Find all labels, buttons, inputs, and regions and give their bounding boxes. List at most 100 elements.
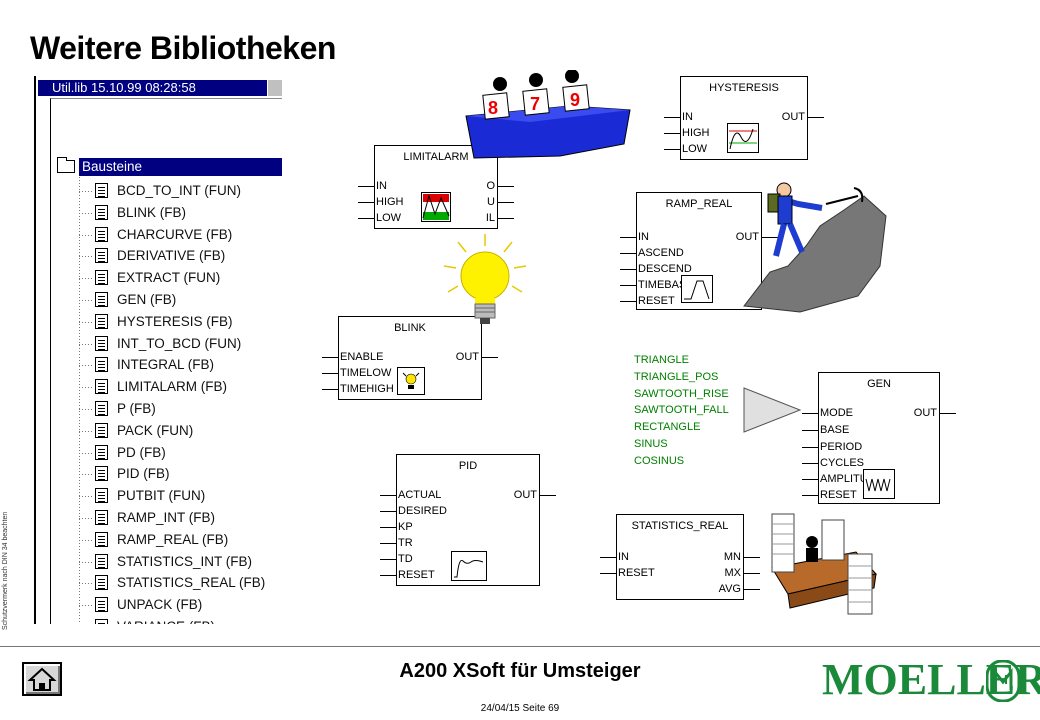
pin-out: OUT — [913, 407, 957, 419]
tree-item-label: PID (FB) — [117, 466, 170, 482]
pin-actual: ACTUAL — [379, 489, 442, 501]
ramp-graph-icon — [681, 275, 713, 303]
judges-illustration: 8 7 9 — [465, 70, 631, 159]
tree-item[interactable]: HYSTERESIS (FB) — [51, 312, 282, 332]
tree-item-label: BLINK (FB) — [117, 204, 187, 220]
gen-block: GEN MODE BASE PERIOD CYCLES AMPLITUDE RE… — [801, 372, 957, 504]
scroll-button[interactable] — [267, 80, 282, 96]
arrow-triangle-icon — [743, 387, 802, 433]
document-icon — [95, 183, 108, 198]
document-icon — [95, 248, 108, 264]
tree-connector — [79, 343, 93, 345]
document-icon — [95, 270, 108, 286]
tree-connector — [79, 430, 93, 432]
tree-item[interactable]: PD (FB) — [51, 443, 282, 463]
pin-low: LOW — [357, 212, 402, 224]
pin-in: IN — [620, 231, 649, 243]
pin-avg: AVG — [718, 583, 761, 595]
tree-connector — [79, 387, 93, 389]
home-icon — [27, 667, 57, 691]
document-icon — [95, 619, 108, 624]
tree-connector — [79, 300, 93, 301]
document-icon — [95, 292, 108, 307]
page-title: Weitere Bibliotheken — [30, 30, 336, 66]
pin-desired: DESIRED — [380, 505, 447, 517]
tree-item[interactable]: EXTRACT (FUN) — [51, 268, 282, 288]
pin-timehigh: TIMEHIGH — [322, 383, 394, 395]
tree-item[interactable]: RAMP_REAL (FB) — [51, 530, 282, 550]
pin-high: HIGH — [664, 127, 710, 139]
judge-score-2: 7 — [530, 94, 540, 114]
tree-connector — [79, 518, 93, 519]
tree-item[interactable]: BLINK (FB) — [51, 203, 282, 223]
library-title-bar[interactable]: Util.lib 15.10.99 08:28:58 — [38, 80, 282, 96]
tree-connector — [79, 321, 93, 323]
block-name: BLINK — [394, 322, 426, 334]
tree-item-label: HYSTERESIS (FB) — [117, 313, 233, 329]
pin-out: OUT — [513, 489, 557, 501]
pin-reset: RESET — [380, 569, 435, 581]
tree-item[interactable]: PUTBIT (FUN) — [51, 486, 282, 506]
block-name: RAMP_REAL — [665, 198, 733, 210]
document-icon — [95, 597, 108, 613]
pin-base: BASE — [801, 424, 850, 436]
home-button[interactable] — [22, 662, 62, 696]
lamp-icon — [397, 367, 425, 395]
tree-item[interactable]: BCD_TO_INT (FUN) — [51, 181, 282, 201]
tree-item[interactable]: P (FB) — [51, 399, 282, 419]
document-icon — [95, 401, 108, 416]
pin-cycles: CYCLES — [801, 457, 865, 469]
tree-item[interactable]: VARIANCE (FB) — [51, 617, 282, 624]
document-icon — [95, 553, 108, 569]
signal-mode-item: SINUS — [634, 437, 668, 450]
tree-item-label: RAMP_INT (FB) — [117, 510, 216, 525]
judge-score-3: 9 — [570, 90, 580, 110]
wave-graph-icon — [863, 469, 895, 499]
limitalarm-graph-icon — [421, 192, 451, 222]
pin-o: O — [486, 180, 513, 192]
pin-td: TD — [380, 553, 413, 565]
pin-in: IN — [358, 180, 387, 192]
signal-mode-item: TRIANGLE — [634, 354, 690, 366]
tree-connector — [79, 234, 93, 236]
tree-root-label: Bausteine — [79, 158, 282, 176]
tree-item[interactable]: INTEGRAL (FB) — [51, 355, 282, 375]
tree-item-label: DERIVATIVE (FB) — [117, 248, 226, 264]
document-icon — [95, 422, 108, 438]
pin-out: OUT — [781, 111, 825, 123]
tree-item[interactable]: RAMP_INT (FB) — [51, 508, 282, 528]
paperwork-illustration — [771, 513, 877, 615]
light-bulb-illustration — [443, 234, 527, 324]
document-icon — [95, 466, 108, 482]
tree-item-label: CHARCURVE (FB) — [117, 226, 233, 242]
moeller-emblem-icon — [986, 660, 1020, 702]
document-icon — [95, 226, 108, 242]
tree-item[interactable]: STATISTICS_INT (FB) — [51, 552, 282, 572]
tree-item-label: STATISTICS_REAL (FB) — [117, 575, 266, 591]
tree-item[interactable]: PID (FB) — [51, 464, 282, 484]
tree-connector — [79, 365, 93, 367]
pid-response-icon — [451, 551, 487, 581]
tree-item[interactable]: DERIVATIVE (FB) — [51, 246, 282, 266]
pid-block: PID ACTUAL DESIRED KP TR TD RESET OUT — [379, 454, 557, 586]
climber-illustration — [743, 182, 887, 313]
tree-item[interactable]: LIMITALARM (FB) — [51, 377, 282, 397]
tree-item-label: BCD_TO_INT (FUN) — [117, 183, 242, 198]
signal-mode-item: SAWTOOTH_RISE — [634, 387, 729, 400]
block-name: HYSTERESIS — [709, 82, 779, 94]
tree-item[interactable]: GEN (FB) — [51, 290, 282, 310]
hysteresis-graph-icon — [727, 123, 759, 153]
pin-mode: MODE — [802, 407, 853, 419]
tree-connector — [79, 452, 93, 454]
tree-item[interactable]: INT_TO_BCD (FUN) — [51, 334, 282, 354]
document-icon — [95, 379, 108, 395]
tree-root[interactable]: Bausteine — [51, 157, 282, 177]
tree-item[interactable]: STATISTICS_REAL (FB) — [51, 573, 282, 593]
footer-title: A200 XSoft für Umsteiger — [399, 660, 641, 682]
tree-item[interactable]: PACK (FUN) — [51, 421, 282, 441]
footer-divider — [0, 646, 1040, 647]
tree-item[interactable]: UNPACK (FB) — [51, 595, 282, 615]
tree-item[interactable]: CHARCURVE (FB) — [51, 225, 282, 245]
tree-item-label: PACK (FUN) — [117, 422, 194, 438]
